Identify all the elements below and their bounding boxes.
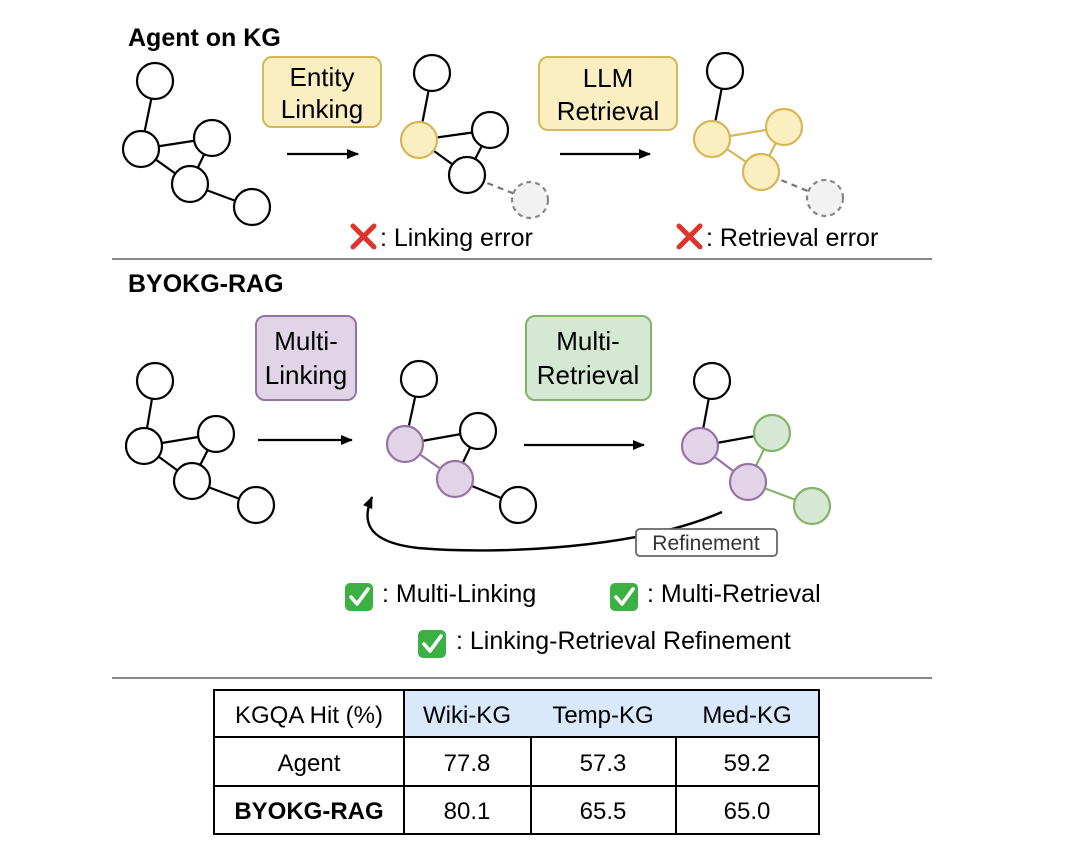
multi-retrieval-box: Multi- Retrieval: [525, 315, 652, 401]
table-header-cell: KGQA Hit (%): [235, 702, 383, 729]
graph-original-bottom: [124, 361, 276, 525]
svg-text:Entity: Entity: [289, 62, 354, 92]
svg-text:Multi-: Multi-: [274, 326, 338, 356]
svg-text:Multi-: Multi-: [556, 326, 620, 356]
table-cell: 65.0: [724, 798, 771, 825]
table-cell: 77.8: [444, 750, 491, 777]
cross-icon: [350, 223, 377, 250]
svg-text:Refinement: Refinement: [652, 532, 760, 555]
check-icon: [345, 583, 373, 611]
entity-linking-box: Entity Linking: [262, 56, 382, 128]
table-header-cell: Temp-KG: [552, 702, 653, 729]
graph-multi-linked: [385, 359, 538, 525]
svg-text:Retrieval: Retrieval: [557, 96, 660, 126]
refinement-check-label: : Linking-Retrieval Refinement: [456, 627, 791, 655]
cross-icon: [676, 223, 703, 250]
graph-linked-top: [399, 53, 550, 220]
table-header-cell: Med-KG: [702, 702, 791, 729]
multi-retrieval-check-label: : Multi-Retrieval: [647, 580, 821, 608]
linking-error-label: : Linking error: [380, 224, 533, 252]
table-cell: BYOKG-RAG: [234, 798, 383, 825]
table-cell: 65.5: [580, 798, 627, 825]
table-header-cell: Wiki-KG: [423, 702, 511, 729]
table-cell: Agent: [278, 750, 341, 777]
svg-text:LLM: LLM: [583, 63, 634, 93]
svg-text:Linking: Linking: [265, 360, 347, 390]
graph-multi-retrieved: [680, 361, 832, 526]
section-title-byokg: BYOKG-RAG: [128, 270, 284, 298]
refinement-label-box: Refinement: [635, 528, 778, 557]
check-icon: [418, 630, 446, 658]
table-cell: 80.1: [444, 798, 491, 825]
svg-text:Retrieval: Retrieval: [537, 360, 640, 390]
section-title-agent: Agent on KG: [128, 24, 281, 52]
table-cell: 57.3: [580, 750, 627, 777]
table-cell: 59.2: [724, 750, 771, 777]
graph-retrieved-top: [692, 51, 845, 218]
retrieval-error-label: : Retrieval error: [706, 224, 878, 252]
graph-original-top: [121, 61, 272, 227]
multi-linking-box: Multi- Linking: [255, 315, 357, 401]
llm-retrieval-box: LLM Retrieval: [538, 56, 678, 131]
svg-text:Linking: Linking: [281, 94, 363, 124]
multi-linking-check-label: : Multi-Linking: [382, 580, 536, 608]
check-icon: [610, 583, 638, 611]
results-table: KGQA Hit (%) Wiki-KG Temp-KG Med-KG Agen…: [213, 689, 820, 835]
